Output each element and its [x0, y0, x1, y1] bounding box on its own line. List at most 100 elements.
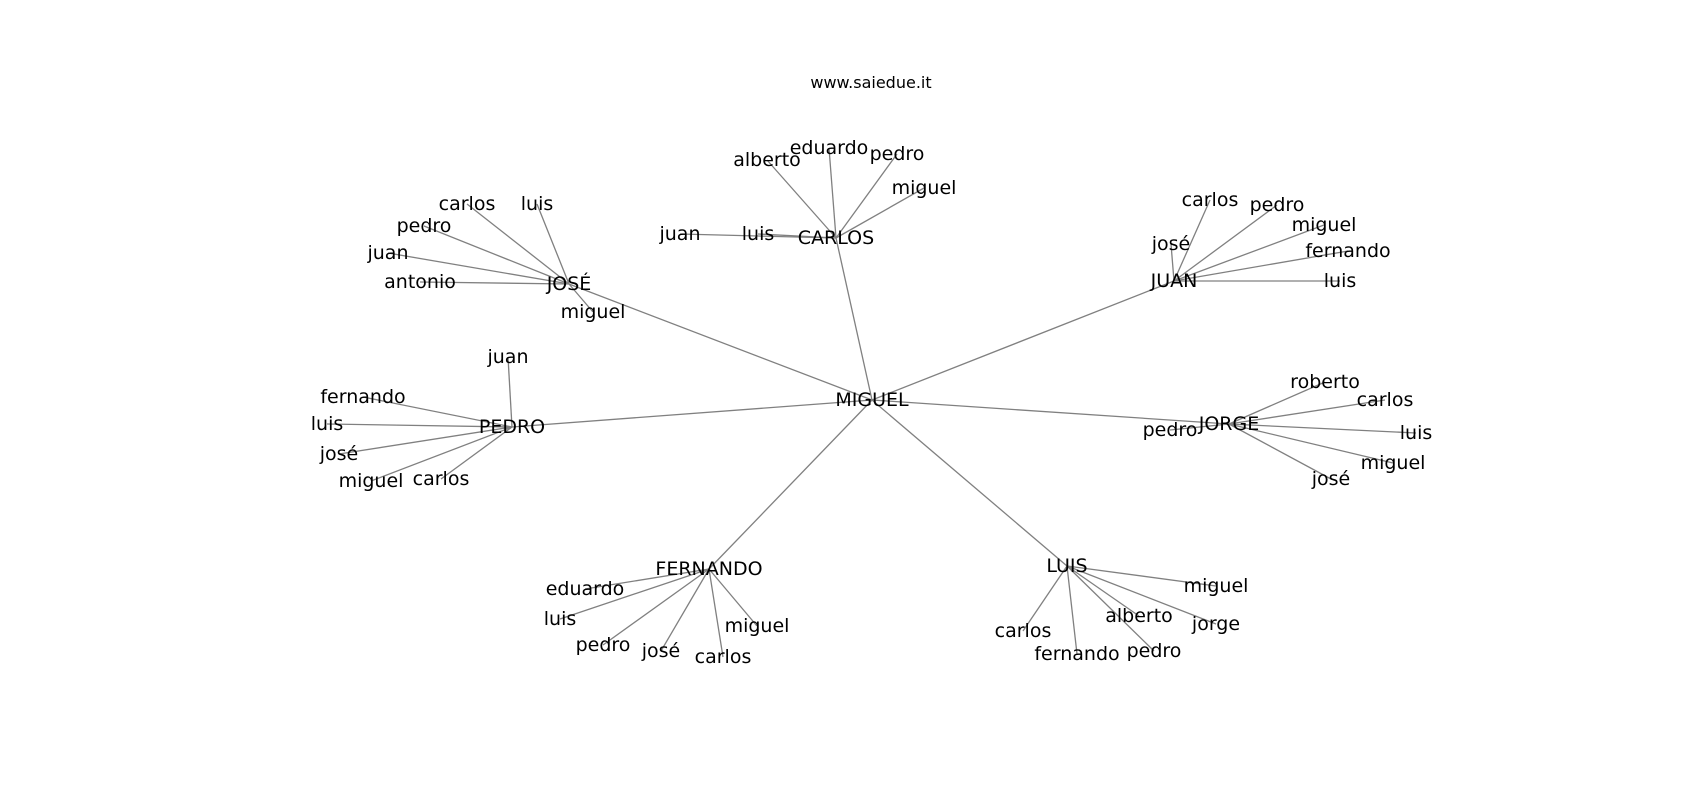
member-node-label: pedro	[1250, 194, 1305, 216]
edge-0-2	[835, 153, 898, 239]
edge-1-3	[387, 252, 570, 285]
member-node-label: pedro	[576, 634, 631, 656]
member-node-label: miguel	[561, 301, 626, 323]
edge-3-1	[362, 396, 513, 428]
member-node-label: carlos	[413, 468, 470, 490]
member-node-label: josé	[641, 640, 681, 662]
member-node-label: miguel	[1292, 214, 1357, 236]
edge-hub-1	[568, 283, 873, 401]
member-node-label: roberto	[1290, 371, 1360, 393]
group-node-label: CARLOS	[798, 227, 874, 249]
member-node-label: eduardo	[546, 578, 625, 600]
member-node-label: carlos	[439, 193, 496, 215]
watermark: www.saiedue.it	[810, 73, 931, 92]
member-node-label: juan	[486, 346, 528, 368]
member-node-label: josé	[319, 443, 359, 465]
group-node-label: LUIS	[1046, 555, 1087, 577]
group-node-label: FERNANDO	[655, 558, 762, 580]
member-node-label: fernando	[320, 386, 405, 408]
edge-6-0	[1066, 565, 1217, 587]
group-node-label: JUAN	[1150, 270, 1198, 292]
member-node-label: luis	[742, 223, 775, 245]
edge-4-5	[1169, 423, 1230, 431]
edge-hub-5	[708, 399, 873, 570]
edge-2-1	[1173, 204, 1278, 282]
member-node-label: carlos	[1182, 189, 1239, 211]
edge-4-0	[1228, 381, 1326, 425]
member-node-label: josé	[1151, 233, 1191, 255]
group-node-label: PEDRO	[479, 416, 545, 438]
edge-2-0	[1173, 199, 1211, 282]
group-node-label: JOSÉ	[546, 272, 592, 295]
edge-0-4	[679, 233, 837, 239]
edge-6-5	[1022, 565, 1068, 632]
member-node-label: antonio	[384, 271, 456, 293]
member-node-label: luis	[1400, 422, 1433, 444]
member-node-label: pedro	[1143, 419, 1198, 441]
member-node-label: miguel	[725, 615, 790, 637]
member-node-label: fernando	[1305, 240, 1390, 262]
edge-4-1	[1228, 399, 1386, 425]
member-node-label: carlos	[695, 646, 752, 668]
member-node-label: miguel	[892, 177, 957, 199]
edge-1-2	[423, 225, 570, 285]
edge-3-5	[440, 426, 513, 480]
edge-6-3	[1066, 565, 1155, 652]
edge-3-0	[507, 356, 513, 428]
edge-0-0	[766, 159, 837, 239]
edge-2-4	[1173, 250, 1349, 282]
member-node-label: jorge	[1191, 613, 1240, 635]
member-node-label: eduardo	[790, 137, 869, 159]
edge-2-2	[1173, 224, 1325, 282]
edge-3-3	[338, 426, 513, 455]
member-node-label: juan	[658, 223, 700, 245]
edge-1-4	[419, 281, 570, 285]
edge-1-5	[568, 283, 594, 313]
member-node-label: pedro	[397, 215, 452, 237]
member-node-label: miguel	[1184, 575, 1249, 597]
member-node-label: pedro	[1127, 640, 1182, 662]
member-node-label: alberto	[733, 149, 801, 171]
member-node-label: pedro	[870, 143, 925, 165]
edge-3-2	[326, 423, 513, 428]
edge-5-2	[602, 568, 710, 646]
edge-2-3	[1170, 243, 1175, 282]
member-node-label: carlos	[995, 620, 1052, 642]
edge-3-4	[370, 426, 513, 482]
member-node-label: fernando	[1034, 643, 1119, 665]
edge-hub-6	[871, 399, 1068, 567]
edge-4-4	[1228, 423, 1332, 480]
member-node-label: miguel	[1361, 452, 1426, 474]
edge-5-3	[660, 568, 710, 652]
edge-0-1	[828, 147, 837, 239]
edge-0-5	[757, 233, 837, 239]
member-node-label: luis	[1324, 270, 1357, 292]
edge-5-0	[584, 568, 710, 590]
member-node-label: juan	[366, 242, 408, 264]
member-node-label: carlos	[1357, 389, 1414, 411]
edge-4-3	[1228, 423, 1394, 464]
member-node-label: luis	[311, 413, 344, 435]
edge-6-4	[1066, 565, 1078, 655]
edge-4-2	[1228, 423, 1417, 434]
edge-hub-0	[835, 237, 873, 401]
edge-6-2	[1066, 565, 1217, 625]
hub-node-label: MIGUEL	[835, 389, 909, 411]
edge-hub-2	[871, 280, 1175, 401]
edge-1-1	[536, 203, 570, 285]
group-node-label: JORGE	[1198, 413, 1260, 435]
edge-hub-3	[511, 399, 873, 428]
edge-6-1	[1066, 565, 1140, 617]
member-node-label: alberto	[1105, 605, 1173, 627]
member-node-label: miguel	[339, 470, 404, 492]
edges	[326, 147, 1417, 658]
edge-1-0	[466, 203, 570, 285]
edge-5-5	[708, 568, 758, 627]
edge-5-4	[708, 568, 724, 658]
edge-5-1	[559, 568, 710, 620]
member-node-label: luis	[544, 608, 577, 630]
member-node-label: josé	[1311, 468, 1351, 490]
member-node-label: luis	[521, 193, 554, 215]
